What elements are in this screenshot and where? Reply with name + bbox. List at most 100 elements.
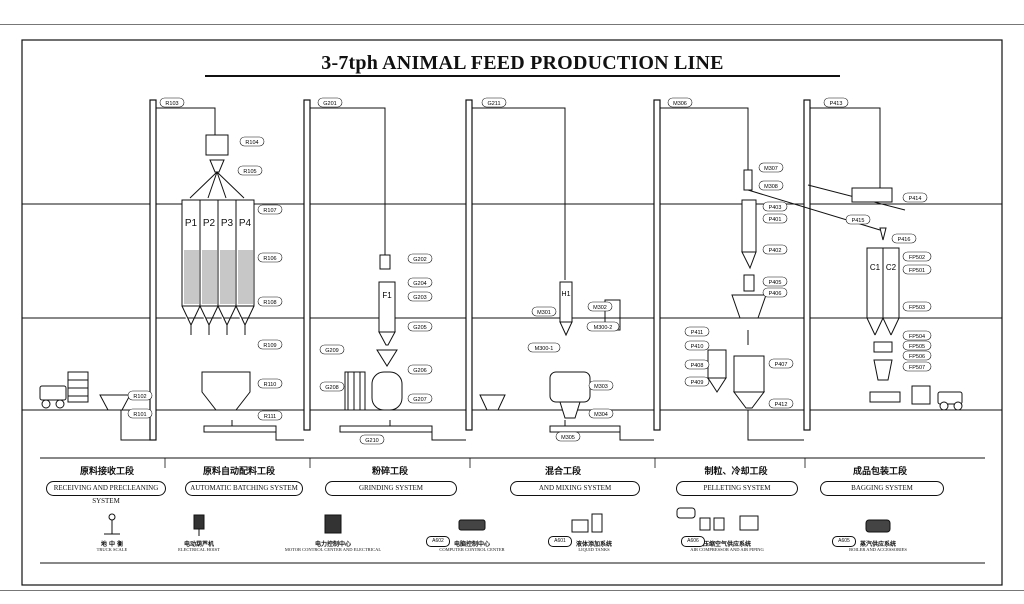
tag-fp507: FP507 bbox=[909, 365, 925, 371]
tag-r108: R108 bbox=[263, 300, 276, 306]
elevator-m306 bbox=[653, 99, 661, 431]
tag-m305: M305 bbox=[561, 435, 575, 441]
tag-outline-r105 bbox=[237, 165, 263, 176]
tag-g208: G208 bbox=[325, 385, 338, 391]
tag-g202: G202 bbox=[413, 257, 426, 263]
tag-outline-p416 bbox=[891, 233, 917, 244]
tag-p402: P402 bbox=[769, 248, 782, 254]
tag-g210: G210 bbox=[365, 438, 378, 444]
tag-r109: R109 bbox=[263, 343, 276, 349]
top-border bbox=[0, 24, 1024, 25]
drawing-frame bbox=[21, 39, 1003, 586]
tag-outline-m305 bbox=[555, 431, 581, 442]
screw-r111 bbox=[203, 425, 277, 433]
tag-r103: R103 bbox=[165, 101, 178, 107]
section-cn-receiving: 原料接收工段 bbox=[79, 467, 134, 477]
elevator-g201 bbox=[303, 99, 311, 431]
elevator-g211 bbox=[465, 99, 473, 431]
tag-m303: M303 bbox=[594, 384, 608, 390]
bagging-equipment bbox=[851, 187, 901, 403]
tag-g207: G207 bbox=[413, 397, 426, 403]
screener-p414 bbox=[851, 187, 893, 203]
bagging-scale bbox=[873, 359, 893, 381]
tag-m302: M302 bbox=[593, 305, 607, 311]
tag-outline-g211 bbox=[481, 97, 507, 108]
legend-en-3: COMPUTER CONTROL CENTER bbox=[439, 547, 505, 552]
mixer-m303 bbox=[549, 371, 591, 403]
tag-fp503: FP503 bbox=[909, 305, 925, 311]
section-cn-grinding: 粉碎工段 bbox=[371, 467, 408, 477]
legend-cn-1: 电动葫芦机 bbox=[183, 541, 214, 548]
section-en-receiving: RECEIVING AND PRECLEANING SYSTEM bbox=[46, 481, 166, 505]
tag-fp506: FP506 bbox=[909, 354, 925, 360]
bucket-elevators bbox=[149, 99, 811, 441]
tag-outline-p405 bbox=[762, 276, 788, 287]
tag-outline-fp501 bbox=[902, 264, 932, 275]
tag-g206: G206 bbox=[413, 368, 426, 374]
section-cn-batching: 原料自动配料工段 bbox=[202, 467, 275, 477]
tag-outline-p415 bbox=[845, 214, 871, 225]
bin-fill-pattern bbox=[184, 250, 253, 304]
legend-cn-3: 电脑控制中心 bbox=[453, 541, 490, 548]
tag-m308: M308 bbox=[764, 184, 778, 190]
distributor-r104 bbox=[205, 134, 229, 156]
tag-p403: P403 bbox=[769, 205, 782, 211]
pelleting-equipment bbox=[707, 169, 767, 409]
section-en-batching: AUTOMATIC BATCHING SYSTEM bbox=[185, 481, 303, 496]
feeder-g205 bbox=[376, 349, 398, 367]
tag-p413: P413 bbox=[830, 101, 843, 107]
tag-p407: P407 bbox=[775, 362, 788, 368]
tag-outline-g202 bbox=[407, 253, 433, 264]
grinding-equipment bbox=[339, 254, 433, 433]
tag-fp505: FP505 bbox=[909, 344, 925, 350]
hammer-mill-g206 bbox=[371, 371, 403, 411]
section-en-grinding: GRINDING SYSTEM bbox=[325, 481, 457, 496]
tag-outline-g205 bbox=[407, 321, 433, 332]
bin-label-c2: C2 bbox=[886, 263, 897, 272]
tag-p406: P406 bbox=[769, 291, 782, 297]
forklift-left bbox=[39, 371, 89, 409]
magnet-g202 bbox=[379, 254, 391, 270]
tag-outline-m303 bbox=[588, 380, 614, 391]
legend-code-a602: A602 bbox=[426, 536, 450, 547]
tag-outline-g201 bbox=[317, 97, 343, 108]
legend-cn-6: 蒸汽供应系统 bbox=[859, 541, 896, 548]
tag-r107: R107 bbox=[263, 208, 276, 214]
conveyor-m305 bbox=[549, 425, 621, 433]
tag-p411: P411 bbox=[691, 330, 703, 336]
section-en-mixing: AND MIXING SYSTEM bbox=[510, 481, 640, 496]
tag-outline-fp507 bbox=[902, 361, 932, 372]
tag-outline-r104 bbox=[239, 136, 265, 147]
tag-outline-fp502 bbox=[902, 251, 932, 262]
tag-outline-p408 bbox=[684, 359, 710, 370]
tag-outline-p413 bbox=[823, 97, 849, 108]
tag-r105: R105 bbox=[243, 169, 256, 175]
elevator-p413 bbox=[803, 99, 811, 431]
tag-outline-m300-1 bbox=[527, 342, 561, 353]
tag-outline-p403 bbox=[762, 201, 788, 212]
tag-g201: G201 bbox=[323, 101, 336, 107]
conditioner-p405 bbox=[743, 274, 755, 292]
cooler-p407 bbox=[733, 355, 765, 393]
tag-r101: R101 bbox=[133, 412, 146, 418]
tag-m306: M306 bbox=[673, 101, 687, 107]
tag-outline-g204 bbox=[407, 277, 433, 288]
tag-outline-r103 bbox=[159, 97, 185, 108]
packing-scale-fp504 bbox=[873, 341, 893, 353]
tag-outline-r111 bbox=[257, 410, 283, 421]
diagram-title: 3-7tph ANIMAL FEED PRODUCTION LINE bbox=[205, 52, 840, 77]
tag-r111: R111 bbox=[264, 414, 276, 420]
bin-label-p2: P2 bbox=[203, 218, 216, 229]
legend-en-4: LIQUID TANKS bbox=[578, 547, 610, 552]
tag-outline-g207 bbox=[407, 393, 433, 404]
bin-label-p1: P1 bbox=[185, 218, 198, 229]
tag-outline-m307 bbox=[758, 162, 784, 173]
mixing-equipment bbox=[549, 281, 621, 433]
tag-outline-m301 bbox=[531, 306, 557, 317]
section-dividers bbox=[164, 458, 806, 468]
section-cn-pelleting: 制粒、冷却工段 bbox=[704, 467, 768, 477]
tag-outline-p407 bbox=[768, 358, 794, 369]
tag-outline-g210 bbox=[359, 434, 385, 445]
